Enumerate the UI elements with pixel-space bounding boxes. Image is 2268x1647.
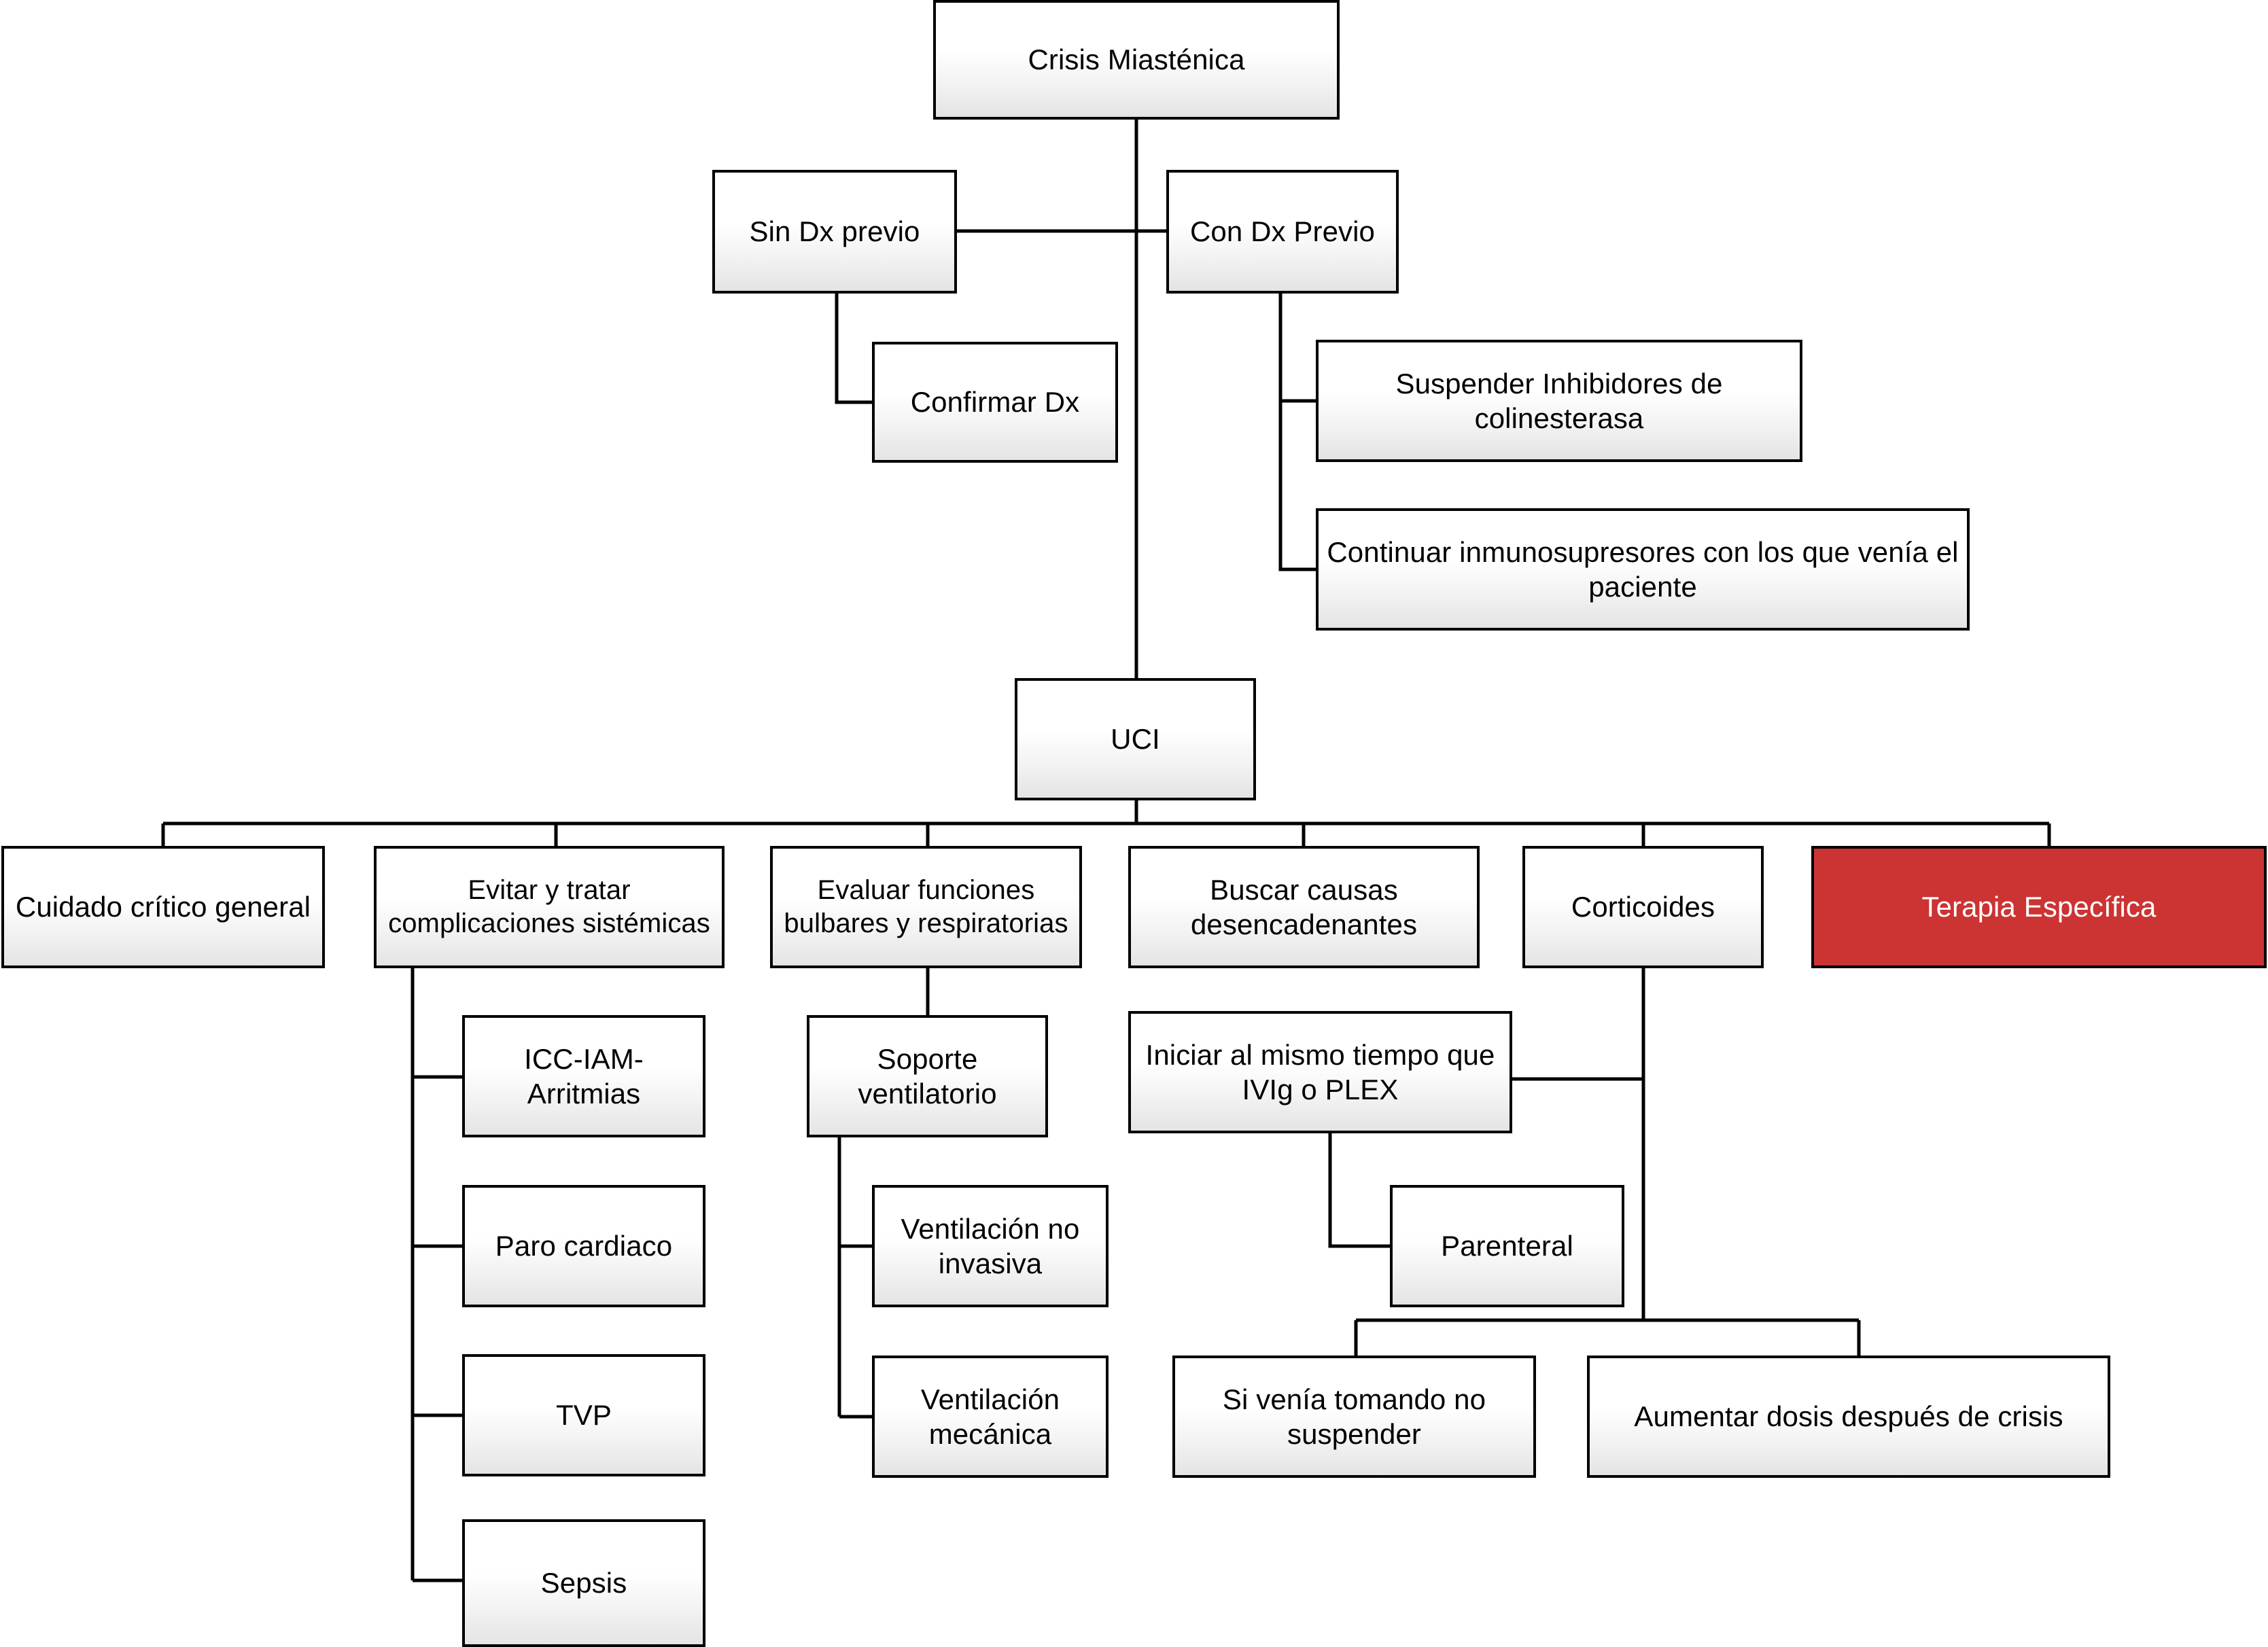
- node-confirmar-dx[interactable]: Confirmar Dx: [872, 342, 1118, 463]
- node-sin-dx-previo[interactable]: Sin Dx previo: [712, 170, 957, 294]
- node-tvp[interactable]: TVP: [462, 1354, 705, 1476]
- node-cuidado-critico-general[interactable]: Cuidado crítico general: [1, 846, 325, 968]
- node-sepsis[interactable]: Sepsis: [462, 1519, 705, 1647]
- node-label: Soporte ventilatorio: [858, 1042, 997, 1110]
- node-label: Si venía tomando no suspender: [1222, 1383, 1486, 1450]
- node-label: Continuar inmunosupresores con los que v…: [1327, 535, 1959, 603]
- wire-condx-to-continuar: [1278, 294, 1316, 571]
- node-iniciar-mismo-tiempo[interactable]: Iniciar al mismo tiempo que IVIg o PLEX: [1128, 1011, 1512, 1133]
- node-parenteral[interactable]: Parenteral: [1390, 1185, 1624, 1307]
- node-label: Terapia Específica: [1921, 891, 2157, 923]
- node-buscar-causas[interactable]: Buscar causas desencadenantes: [1128, 846, 1480, 968]
- node-crisis-miastenica[interactable]: Crisis Miasténica: [933, 0, 1340, 120]
- node-label: Crisis Miasténica: [1028, 43, 1245, 76]
- node-paro-cardiaco[interactable]: Paro cardiaco: [462, 1185, 705, 1307]
- node-label: Evitar y tratar complicaciones sistémica…: [388, 875, 710, 938]
- node-label: Buscar causas desencadenantes: [1190, 873, 1418, 940]
- node-label: Cuidado crítico general: [15, 891, 311, 923]
- node-aumentar-dosis[interactable]: Aumentar dosis después de crisis: [1587, 1356, 2110, 1478]
- wire-condx-to-suspender: [1278, 294, 1316, 403]
- node-evaluar-funciones[interactable]: Evaluar funciones bulbares y respiratori…: [770, 846, 1082, 968]
- node-soporte-ventilatorio[interactable]: Soporte ventilatorio: [807, 1015, 1048, 1137]
- node-label: Sepsis: [540, 1567, 627, 1599]
- node-evitar-tratar-complicaciones[interactable]: Evitar y tratar complicaciones sistémica…: [374, 846, 725, 968]
- node-label: Parenteral: [1441, 1230, 1573, 1262]
- node-label: Iniciar al mismo tiempo que IVIg o PLEX: [1145, 1038, 1495, 1105]
- node-label: Aumentar dosis después de crisis: [1634, 1400, 2063, 1433]
- node-label: Corticoides: [1571, 891, 1715, 923]
- node-label: Sin Dx previo: [749, 215, 920, 248]
- node-label: Paro cardiaco: [495, 1230, 673, 1262]
- node-corticoides[interactable]: Corticoides: [1522, 846, 1764, 968]
- node-label: UCI: [1111, 723, 1160, 756]
- node-label: Ventilación mecánica: [920, 1383, 1060, 1450]
- node-ventilacion-no-invasiva[interactable]: Ventilación no invasiva: [872, 1185, 1109, 1307]
- node-label: Confirmar Dx: [910, 386, 1080, 419]
- wire-iniciar-to-parenteral: [1328, 1133, 1390, 1248]
- node-suspender-inhibidores[interactable]: Suspender Inhibidores de colinesterasa: [1316, 340, 1802, 462]
- node-label: TVP: [556, 1399, 612, 1432]
- node-si-venia-tomando[interactable]: Si venía tomando no suspender: [1172, 1356, 1536, 1478]
- node-label: ICC-IAM-Arritmias: [524, 1042, 644, 1110]
- node-label: Ventilación no invasiva: [901, 1212, 1080, 1279]
- node-uci[interactable]: UCI: [1015, 678, 1256, 800]
- wire-sindx-to-confirmar: [835, 294, 872, 404]
- node-label: Con Dx Previo: [1189, 215, 1376, 248]
- node-con-dx-previo[interactable]: Con Dx Previo: [1166, 170, 1399, 294]
- node-continuar-inmunosupresores[interactable]: Continuar inmunosupresores con los que v…: [1316, 508, 1970, 631]
- node-label: Evaluar funciones bulbares y respiratori…: [784, 875, 1068, 938]
- node-label: Suspender Inhibidores de colinesterasa: [1395, 367, 1723, 434]
- node-ventilacion-mecanica[interactable]: Ventilación mecánica: [872, 1356, 1109, 1478]
- node-icc-iam-arritmias[interactable]: ICC-IAM-Arritmias: [462, 1015, 705, 1137]
- node-terapia-especifica[interactable]: Terapia Específica: [1811, 846, 2267, 968]
